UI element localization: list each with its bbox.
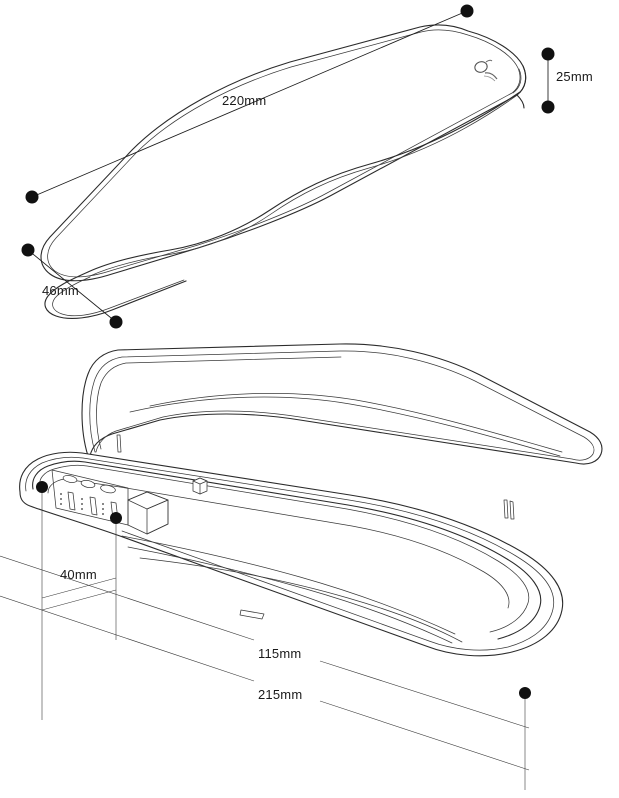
hinge-tab-right [509, 500, 515, 520]
port-slot-2 [89, 496, 98, 516]
dimension-46mm-marker-end [109, 315, 123, 329]
open-case-lid-sweep-2 [149, 392, 563, 453]
hinge-tab-left [503, 499, 509, 519]
indicator-dot-4 [81, 498, 83, 500]
cube-detail [192, 477, 208, 495]
closed-case-base-outline [44, 271, 187, 319]
brand-logo-mark [474, 59, 498, 82]
hinge-tab-left-side-shape [116, 434, 122, 453]
base-floor-slot-shape [239, 609, 265, 620]
dimension-25mm-marker-top [541, 47, 555, 61]
open-case-base-outer-inner [25, 456, 555, 651]
base-floor-slot [239, 609, 265, 620]
open-case-brush-cradle [121, 535, 456, 635]
logo-swoosh-icon [484, 72, 498, 80]
open-case-lid-outer [81, 343, 603, 465]
dimension-40mm [36, 481, 122, 720]
dimension-label-40mm: 40mm [60, 567, 97, 582]
dimension-label-220mm: 220mm [222, 93, 267, 108]
control-panel-plate [51, 469, 129, 526]
dimension-25mm-marker-bottom [541, 100, 555, 114]
control-button-1[interactable] [62, 474, 78, 483]
dimension-label-115mm: 115mm [258, 646, 302, 661]
cube-detail-top [192, 477, 208, 485]
logo-tick-icon [485, 59, 493, 63]
dimension-40mm-marker-top [36, 481, 48, 493]
closed-case-right-endcap [516, 65, 527, 109]
port-slot-1 [67, 491, 76, 511]
dimension-220mm [25, 4, 474, 204]
control-button-3[interactable] [100, 484, 116, 494]
closed-case-base-inner-line [52, 276, 185, 317]
open-case-view [0, 343, 603, 790]
dimension-115mm [0, 555, 530, 729]
closed-case-seam-line [87, 91, 521, 273]
dimension-46mm-line [27, 249, 117, 323]
dimension-label-46mm: 46mm [42, 283, 79, 298]
indicator-dot-5 [81, 503, 83, 505]
dimension-40mm-band-upper [41, 577, 117, 599]
dimension-215mm-line-left [0, 595, 255, 682]
dimension-40mm-band-top [41, 589, 117, 611]
control-button-2[interactable] [80, 479, 96, 489]
dimension-label-215mm: 215mm [258, 687, 303, 702]
indicator-dot-8 [102, 508, 104, 510]
dimension-115mm-line-right [319, 660, 530, 729]
dimension-220mm-marker-end [25, 190, 39, 204]
open-case-base-rim-2 [39, 464, 530, 633]
closed-case-view [21, 4, 555, 329]
open-case-lid-sweep [129, 396, 561, 457]
closed-case-right-endcap-inner [512, 68, 522, 94]
open-case-lid-inner [89, 350, 595, 461]
hinge-tab [503, 499, 515, 520]
open-case-interior-front-wall [47, 478, 510, 609]
indicator-dot-1 [60, 493, 62, 495]
dimension-220mm-line [31, 10, 468, 198]
dimension-46mm-marker-start [21, 243, 35, 257]
dimension-115mm-line-left [0, 555, 255, 641]
logo-circle-icon [474, 61, 488, 73]
dimension-215mm [0, 595, 530, 771]
closed-case-lid-crease [47, 29, 521, 278]
open-case-brush-cradle-2 [127, 546, 453, 644]
dimension-40mm-marker-right [110, 512, 122, 524]
control-module [51, 469, 169, 535]
dimension-label-25mm: 25mm [556, 69, 593, 84]
indicator-dot-3 [60, 503, 62, 505]
open-case-base-rim [32, 460, 542, 640]
open-case-lid-rim-highlight [96, 356, 342, 450]
hinge-tab-left-side [116, 434, 122, 453]
indicator-dot-6 [81, 508, 83, 510]
dimension-215mm-line-right [319, 700, 530, 771]
logo-swoosh-shadow-icon [483, 75, 496, 82]
indicator-dot-7 [102, 503, 104, 505]
open-case-cradle-sweep [139, 557, 463, 643]
dimension-220mm-marker-start [460, 4, 474, 18]
indicator-dot-9 [102, 513, 104, 515]
control-module-right-face [146, 499, 169, 535]
closed-case-seam-shadow [89, 95, 517, 277]
dimension-46mm [21, 243, 123, 329]
dimension-25mm [541, 47, 555, 114]
dimension-right-extension [519, 687, 531, 790]
dimension-right-marker [519, 687, 531, 699]
indicator-dot-2 [60, 498, 62, 500]
